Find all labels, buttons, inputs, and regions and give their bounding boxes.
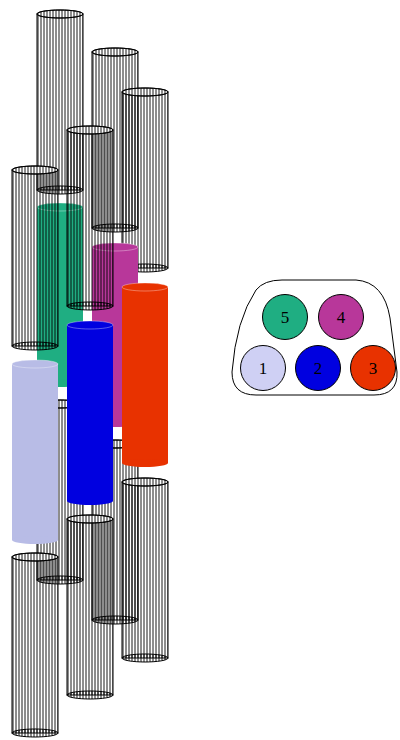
cross-section-outline: [232, 280, 397, 395]
wire-cylinder: [12, 166, 58, 350]
circle-number: 3: [369, 360, 378, 377]
circle-number: 2: [314, 360, 323, 377]
wire-cylinder: [12, 553, 58, 737]
red-cylinder: [122, 283, 168, 467]
wire-cylinder: [67, 126, 113, 310]
lavender-cylinder: [12, 360, 58, 544]
wire-cylinder: [122, 478, 168, 662]
circle-number: 4: [337, 309, 346, 326]
circle-number: 1: [259, 360, 268, 377]
fiber-circle: 2: [295, 345, 341, 391]
fiber-circle: 3: [350, 345, 396, 391]
fiber-circle: 1: [240, 345, 286, 391]
blue-cylinder: [67, 321, 113, 505]
wire-cylinder: [67, 515, 113, 699]
fiber-circle: 4: [318, 294, 364, 340]
fiber-circle: 5: [262, 294, 308, 340]
circle-number: 5: [281, 309, 290, 326]
